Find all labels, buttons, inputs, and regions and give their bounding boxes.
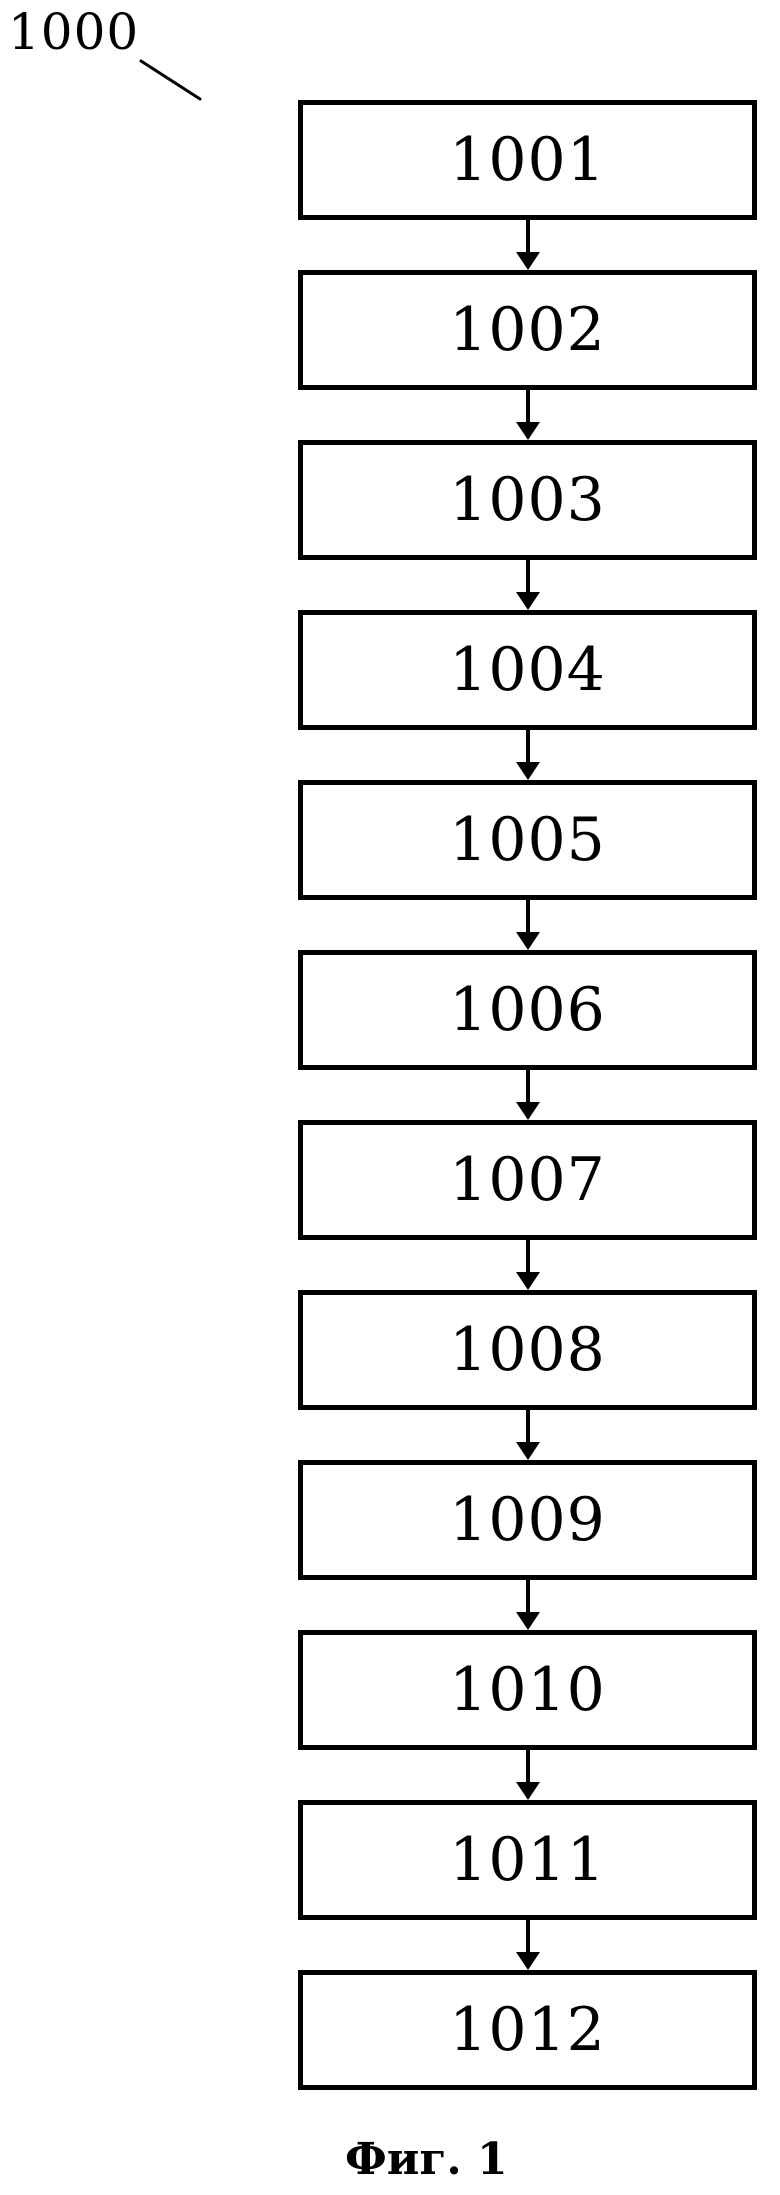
process-box: 1003 xyxy=(298,440,757,560)
down-arrow xyxy=(298,1240,757,1290)
down-arrow-line xyxy=(525,1580,530,1614)
process-box: 1011 xyxy=(298,1800,757,1920)
process-box-label: 1001 xyxy=(449,125,606,195)
process-box-label: 1008 xyxy=(449,1315,606,1385)
process-box-label: 1007 xyxy=(449,1145,606,1215)
process-box: 1002 xyxy=(298,270,757,390)
flow-step: 1002 xyxy=(298,270,757,440)
process-box-label: 1003 xyxy=(449,465,606,535)
down-arrowhead-icon xyxy=(515,1782,540,1800)
process-box: 1005 xyxy=(298,780,757,900)
down-arrowhead-icon xyxy=(515,1612,540,1630)
flow-step: 1003 xyxy=(298,440,757,610)
figure-reference-label: 1000 xyxy=(8,3,140,61)
down-arrow-line xyxy=(525,1410,530,1444)
process-box: 1012 xyxy=(298,1970,757,2090)
down-arrowhead-icon xyxy=(515,1952,540,1970)
process-box: 1007 xyxy=(298,1120,757,1240)
down-arrow-line xyxy=(525,1750,530,1784)
down-arrow xyxy=(298,730,757,780)
process-box: 1006 xyxy=(298,950,757,1070)
process-box: 1009 xyxy=(298,1460,757,1580)
process-box-label: 1005 xyxy=(449,805,606,875)
down-arrowhead-icon xyxy=(515,1272,540,1290)
down-arrowhead-icon xyxy=(515,1442,540,1460)
flow-step: 1001 xyxy=(298,100,757,270)
flow-step: 1004 xyxy=(298,610,757,780)
down-arrow-line xyxy=(525,1240,530,1274)
down-arrowhead-icon xyxy=(515,422,540,440)
process-box-label: 1009 xyxy=(449,1485,606,1555)
down-arrowhead-icon xyxy=(515,252,540,270)
down-arrow-line xyxy=(525,730,530,764)
process-box-label: 1011 xyxy=(449,1825,606,1895)
process-box-label: 1012 xyxy=(449,1995,606,2065)
flow-step: 1011 xyxy=(298,1800,757,1970)
down-arrow-line xyxy=(525,390,530,424)
process-box: 1004 xyxy=(298,610,757,730)
down-arrow-line xyxy=(525,1070,530,1104)
flow-step: 1012 xyxy=(298,1970,757,2090)
figure-caption: Фиг. 1 xyxy=(345,2134,508,2185)
flow-step: 1010 xyxy=(298,1630,757,1800)
process-box-label: 1002 xyxy=(449,295,606,365)
down-arrow-line xyxy=(525,220,530,254)
down-arrow xyxy=(298,1920,757,1970)
down-arrow xyxy=(298,1750,757,1800)
down-arrowhead-icon xyxy=(515,932,540,950)
flow-step: 1009 xyxy=(298,1460,757,1630)
down-arrow xyxy=(298,900,757,950)
flow-step: 1008 xyxy=(298,1290,757,1460)
process-box: 1010 xyxy=(298,1630,757,1750)
down-arrow-line xyxy=(525,1920,530,1954)
down-arrowhead-icon xyxy=(515,1102,540,1120)
flow-step: 1006 xyxy=(298,950,757,1120)
down-arrow xyxy=(298,1580,757,1630)
down-arrowhead-icon xyxy=(515,762,540,780)
down-arrow xyxy=(298,560,757,610)
process-box-label: 1006 xyxy=(449,975,606,1045)
flowchart: 1001 1002 1003 1004 xyxy=(298,100,757,2090)
flow-step: 1005 xyxy=(298,780,757,950)
process-box: 1001 xyxy=(298,100,757,220)
process-box-label: 1010 xyxy=(449,1655,606,1725)
down-arrow xyxy=(298,1070,757,1120)
down-arrow xyxy=(298,220,757,270)
down-arrow xyxy=(298,390,757,440)
process-box: 1008 xyxy=(298,1290,757,1410)
down-arrow-line xyxy=(525,560,530,594)
down-arrowhead-icon xyxy=(515,592,540,610)
down-arrow xyxy=(298,1410,757,1460)
process-box-label: 1004 xyxy=(449,635,606,705)
flow-step: 1007 xyxy=(298,1120,757,1290)
down-arrow-line xyxy=(525,900,530,934)
